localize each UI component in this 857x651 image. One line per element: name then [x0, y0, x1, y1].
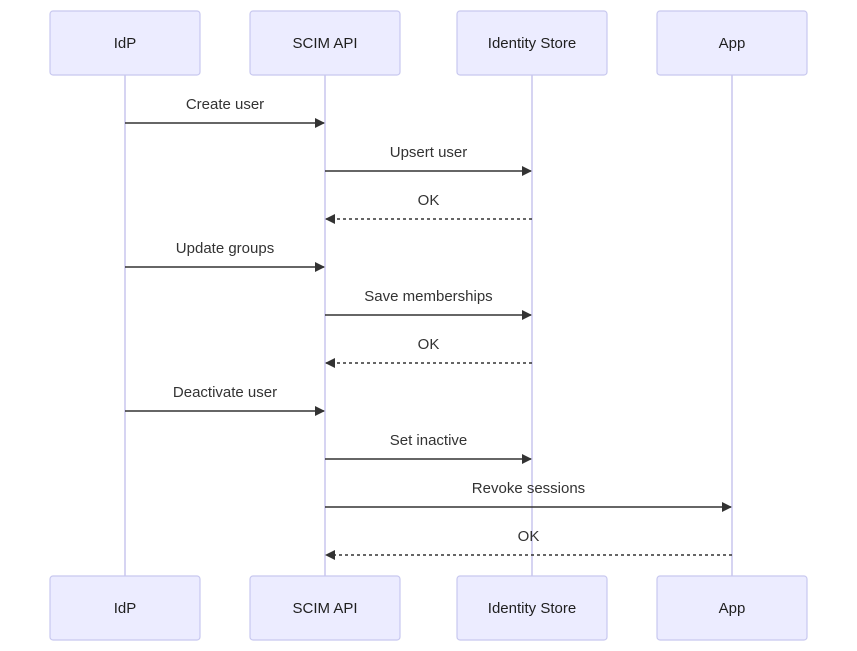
actor-label: SCIM API — [292, 600, 357, 617]
message-label: Update groups — [176, 240, 274, 257]
message-label: Create user — [186, 96, 264, 113]
actor-app-top: App — [656, 10, 808, 76]
message-9: Revoke sessions — [325, 480, 732, 512]
message-3: OK — [325, 192, 532, 224]
message-5: Save memberships — [325, 288, 532, 320]
actor-store-top: Identity Store — [456, 10, 608, 76]
message-7: Deactivate user — [125, 384, 325, 416]
message-1: Create user — [125, 96, 325, 128]
message-label: OK — [418, 192, 440, 209]
message-4: Update groups — [125, 240, 325, 272]
actor-label: App — [719, 35, 746, 52]
actor-idp-top: IdP — [49, 10, 201, 76]
message-label: Upsert user — [390, 144, 468, 161]
actor-scim-top: SCIM API — [249, 10, 401, 76]
actor-label: SCIM API — [292, 35, 357, 52]
message-2: Upsert user — [325, 144, 532, 176]
message-10: OK — [325, 528, 732, 560]
message-label: Set inactive — [390, 432, 468, 449]
actor-box — [49, 575, 201, 641]
actor-box — [249, 10, 401, 76]
actor-box — [49, 10, 201, 76]
actor-box — [656, 10, 808, 76]
message-8: Set inactive — [325, 432, 532, 464]
actor-scim-bottom: SCIM API — [249, 575, 401, 641]
actor-store-bottom: Identity Store — [456, 575, 608, 641]
actor-box — [656, 575, 808, 641]
actor-label: App — [719, 600, 746, 617]
message-label: Revoke sessions — [472, 480, 585, 497]
actor-box — [456, 575, 608, 641]
message-6: OK — [325, 336, 532, 368]
message-label: Deactivate user — [173, 384, 277, 401]
message-label: Save memberships — [364, 288, 492, 305]
actor-label: Identity Store — [488, 35, 576, 52]
lifelines — [124, 75, 733, 576]
actors-bottom: IdP SCIM API Identity Store App — [49, 575, 808, 641]
actor-box — [456, 10, 608, 76]
actor-app-bottom: App — [656, 575, 808, 641]
actor-label: IdP — [114, 35, 137, 52]
actor-label: Identity Store — [488, 600, 576, 617]
actor-idp-bottom: IdP — [49, 575, 201, 641]
actor-box — [249, 575, 401, 641]
actors-top: IdP SCIM API Identity Store App — [49, 10, 808, 76]
actor-label: IdP — [114, 600, 137, 617]
message-label: OK — [518, 528, 540, 545]
message-label: OK — [418, 336, 440, 353]
